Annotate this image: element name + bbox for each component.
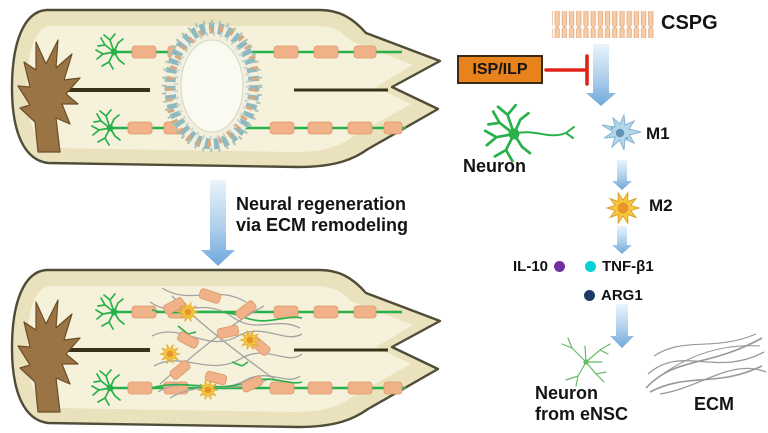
tnf-dot-icon <box>585 261 597 272</box>
isp-ilp-box: ISP/ILP <box>457 55 543 84</box>
il10-dot-icon <box>554 261 566 272</box>
m1-cell-icon <box>601 113 642 151</box>
cspg-label: CSPG <box>661 12 718 34</box>
outcome-neuron-label: Neuron from eNSC <box>535 383 628 425</box>
cytokine-row-2: ARG1 <box>584 287 643 304</box>
cytokine-row-1: IL-10 TNF-β1 <box>513 258 654 275</box>
arg1-label: ARG1 <box>601 287 643 304</box>
ecm-label: ECM <box>694 394 734 414</box>
m2-to-cytokines-arrow-icon <box>612 226 632 254</box>
inhibition-bar-icon <box>544 54 589 86</box>
ecm-fill-icon <box>149 287 303 400</box>
ecm-fibers-icon <box>645 333 767 395</box>
il10-label: IL-10 <box>513 258 549 275</box>
isp-ilp-label: ISP/ILP <box>472 60 528 78</box>
m1-to-m2-arrow-icon <box>612 160 632 190</box>
cspg-to-m1-arrow-icon <box>586 44 616 106</box>
regeneration-caption: Neural regeneration via ECM remodeling <box>236 194 408 236</box>
ensc-neuron-icon <box>561 337 611 387</box>
cspg-icon <box>552 11 654 38</box>
m2-cell-icon <box>606 192 640 224</box>
injured-nerve-illustration <box>12 10 440 167</box>
regeneration-caption-line1: Neural regeneration <box>236 194 407 214</box>
regenerated-nerve-illustration <box>12 270 440 427</box>
neuron-label: Neuron <box>463 156 526 176</box>
neuron-icon <box>483 103 575 163</box>
regeneration-caption-line2: via ECM remodeling <box>236 215 409 235</box>
lesion-cavity-icon <box>161 19 263 153</box>
tnf-label: TNF-β1 <box>602 258 654 275</box>
outcome-neuron-label-line1: Neuron <box>535 383 598 403</box>
outcome-neuron-label-line2: from eNSC <box>535 404 629 424</box>
m1-label: M1 <box>646 124 670 143</box>
cytokines-to-outcome-arrow-icon <box>610 304 634 348</box>
regeneration-arrow-icon <box>201 180 235 266</box>
m2-label: M2 <box>649 196 673 215</box>
arg1-dot-icon <box>584 290 595 301</box>
